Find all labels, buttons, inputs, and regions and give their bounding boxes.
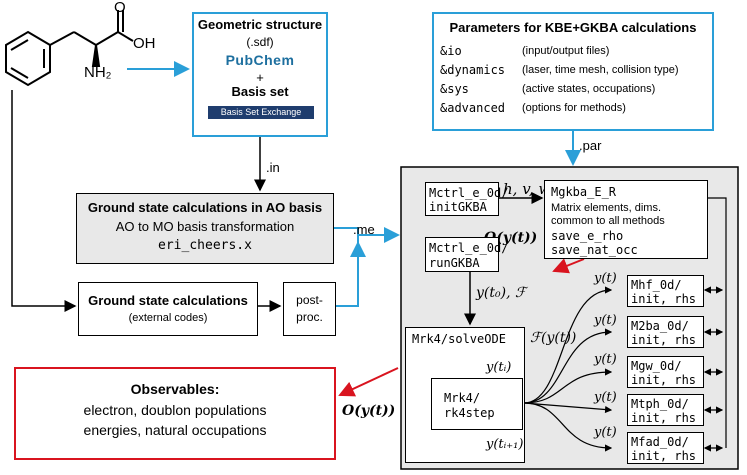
y-t-label-4: y(t)	[594, 390, 617, 405]
init-gkba-line1: Mctrl_e_0d/	[429, 186, 509, 200]
method-hf-line1: Mhf_0d/	[631, 278, 682, 292]
basis-set-label: Basis set	[231, 84, 289, 99]
namelist-sys: &sys	[440, 82, 469, 96]
eri-cheers-label: eri_cheers.x	[158, 238, 252, 253]
y-ti1-label: y(tᵢ₊₁)	[486, 437, 524, 452]
observables-title: Observables:	[130, 381, 220, 397]
geometric-structure-box: Geometric structure (.sdf) PubChem + Bas…	[192, 12, 328, 137]
ground-state-ao-title: Ground state calculations in AO basis	[87, 200, 323, 215]
parameters-title: Parameters for KBE+GKBA calculations	[449, 20, 697, 35]
method-gw-line1: Mgw_0d/	[631, 359, 682, 373]
method-tph-line2: init, rhs	[631, 411, 697, 425]
initial-state-label: y(t₀), ℱ	[476, 285, 526, 301]
init-gkba-line2: initGKBA	[429, 200, 487, 214]
run-gkba-box: Mctrl_e_0d/ runGKBA	[425, 237, 508, 272]
method-2ba-line1: M2ba_0d/	[631, 319, 689, 333]
observable-operator-label-bottom: O(y(t))	[342, 403, 396, 419]
run-gkba-line1: Mctrl_e_0d/	[429, 241, 509, 255]
hydroxyl-label: OH	[133, 35, 156, 52]
method-tph-line1: Mtph_0d/	[631, 397, 689, 411]
observables-line2: energies, natural occupations	[83, 422, 267, 438]
y-t-label-5: y(t)	[594, 425, 617, 440]
sdf-format-label: (.sdf)	[246, 35, 274, 49]
mgkba-desc2: common to all methods	[551, 215, 665, 227]
save-nat-occ-label: save_nat_occ	[551, 243, 638, 257]
ao-mo-transformation-label: AO to MO basis transformation	[115, 219, 295, 234]
parameters-box: Parameters for KBE+GKBA calculations &io…	[432, 12, 714, 131]
observables-box: Observables: electron, doublon populatio…	[14, 367, 336, 460]
method-box-hf: Mhf_0d/ init, rhs	[627, 275, 704, 307]
solve-ode-title: Mrk4/solveODE	[412, 332, 506, 346]
y-ti-label: y(tᵢ)	[486, 360, 512, 375]
post-processing-line2: proc.	[296, 310, 323, 324]
method-box-2ba: M2ba_0d/ init, rhs	[627, 316, 704, 348]
rk4step-box: Mrk4/ rk4step	[431, 378, 523, 430]
namelist-sys-desc: (active states, occupations)	[522, 83, 656, 95]
method-box-tph: Mtph_0d/ init, rhs	[627, 394, 704, 426]
rk4step-line2: rk4step	[444, 406, 495, 420]
observables-line1: electron, doublon populations	[83, 402, 267, 418]
hvw-label: h, v, w	[503, 180, 552, 198]
basis-set-exchange-logo: Basis Set Exchange	[208, 106, 314, 119]
geometric-structure-title: Geometric structure	[197, 17, 323, 32]
amine-label: NH₂	[84, 64, 112, 81]
post-processing-box: post- proc.	[283, 282, 336, 336]
y-t-label-3: y(t)	[594, 352, 617, 367]
namelist-io: &io	[440, 44, 462, 58]
ground-state-external-box: Ground state calculations (external code…	[78, 282, 258, 336]
method-fad-line1: Mfad_0d/	[631, 435, 689, 449]
run-gkba-line2: runGKBA	[429, 256, 480, 270]
phenylalanine-structure	[5, 10, 134, 87]
ground-state-ao-box: Ground state calculations in AO basis AO…	[76, 193, 334, 264]
mgkba-box: Mgkba_E_R Matrix elements, dims. common …	[544, 180, 708, 259]
namelist-advanced-desc: (options for methods)	[522, 102, 626, 114]
external-codes-label: (external codes)	[128, 312, 208, 324]
save-e-rho-label: save_e_rho	[551, 229, 624, 243]
in-file-label: .in	[266, 160, 280, 175]
mgkba-title: Mgkba_E_R	[551, 185, 617, 199]
pubchem-logo: PubChem	[225, 52, 295, 68]
method-fad-line2: init, rhs	[631, 449, 697, 463]
rhs-functional-label: ℱ(y(t))	[530, 330, 577, 346]
ground-state-external-title: Ground state calculations	[88, 293, 248, 308]
init-gkba-box: Mctrl_e_0d/ initGKBA	[425, 182, 508, 216]
method-gw-line2: init, rhs	[631, 373, 697, 387]
namelist-dynamics: &dynamics	[440, 63, 506, 77]
me-file-label: .me	[353, 222, 375, 237]
oxygen-label: O	[114, 0, 126, 16]
mgkba-desc1: Matrix elements, dims.	[551, 202, 662, 214]
par-file-label: .par	[579, 138, 602, 153]
method-2ba-line2: init, rhs	[631, 333, 697, 347]
method-box-gw: Mgw_0d/ init, rhs	[627, 356, 704, 388]
rk4step-line1: Mrk4/	[444, 391, 481, 405]
plus-sign: +	[256, 70, 264, 85]
method-box-fad: Mfad_0d/ init, rhs	[627, 432, 704, 464]
namelist-dynamics-desc: (laser, time mesh, collision type)	[522, 64, 679, 76]
method-hf-line2: init, rhs	[631, 292, 697, 306]
y-t-label-2: y(t)	[594, 313, 617, 328]
namelist-advanced: &advanced	[440, 101, 506, 115]
y-t-label-1: y(t)	[594, 271, 617, 286]
post-processing-line1: post-	[296, 293, 323, 307]
namelist-io-desc: (input/output files)	[522, 45, 610, 57]
